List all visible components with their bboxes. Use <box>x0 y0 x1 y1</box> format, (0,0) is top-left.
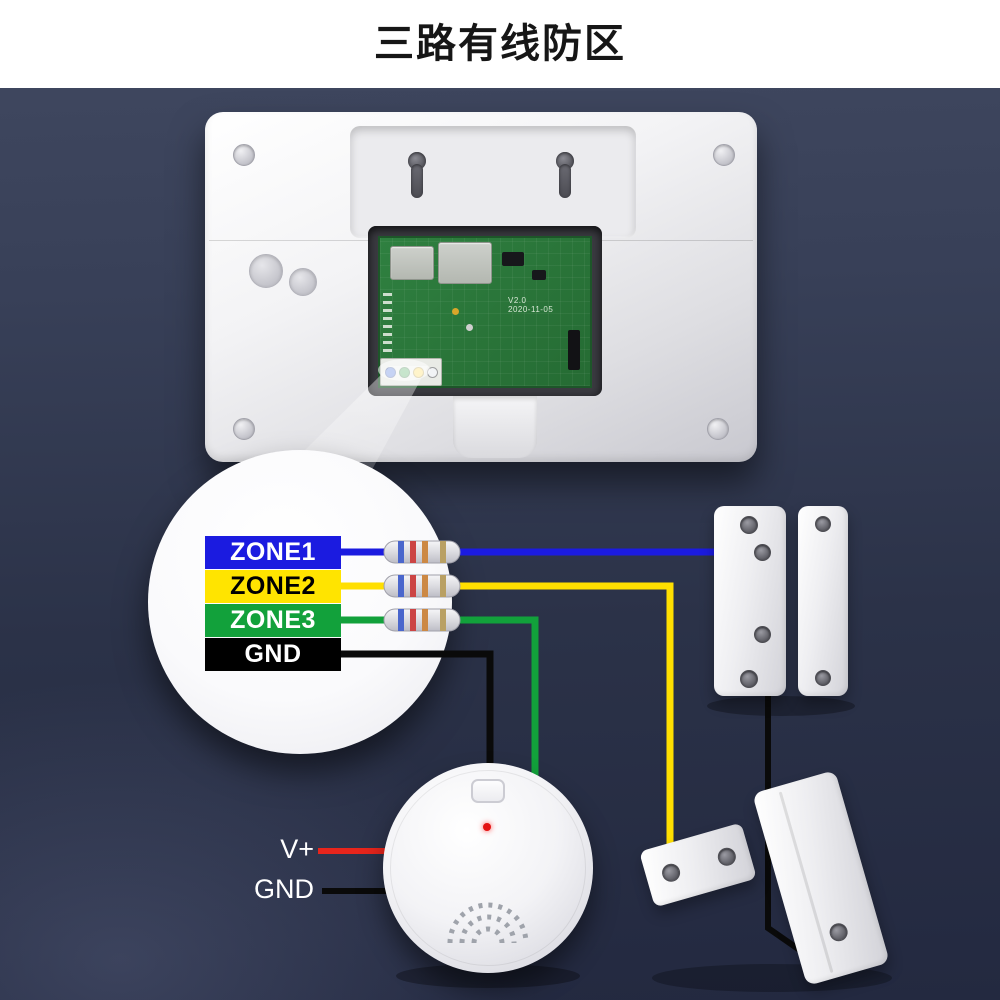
sim-card-slot <box>390 246 434 280</box>
circuit-board: V2.0 2020-11-05 <box>378 236 592 388</box>
ic-chip <box>502 252 524 266</box>
led-indicator <box>483 823 491 831</box>
gnd-wire-label: GND <box>254 874 314 904</box>
test-button <box>471 779 505 803</box>
pcb-silkscreen: V2.0 2020-11-05 <box>508 296 553 314</box>
magnet-ridge <box>778 791 834 974</box>
speaker-grille <box>447 902 529 944</box>
component-dot <box>466 324 473 331</box>
ic-chip <box>532 270 546 280</box>
page-title: 三路有线防区 <box>374 22 626 66</box>
zone1-label: ZONE1 <box>205 536 341 569</box>
terminal-pin-zone1 <box>385 367 396 378</box>
gnd-label: GND <box>205 638 341 671</box>
pcb-date: 2020-11-05 <box>508 305 554 314</box>
sim-card-slot <box>438 242 492 284</box>
door-sensor1-transmitter <box>714 506 786 696</box>
pin-label-strip <box>383 290 392 352</box>
mount-screw <box>740 670 758 688</box>
pcb-version: V2.0 <box>508 296 527 305</box>
zone2-label: ZONE2 <box>205 570 341 603</box>
battery-compartment: V2.0 2020-11-05 <box>368 226 602 396</box>
panel-clip <box>453 396 537 458</box>
mount-screw <box>815 516 831 532</box>
keyhole-slot <box>402 152 432 208</box>
title-bar: 三路有线防区 <box>0 0 1000 88</box>
door-sensor-shadow <box>707 696 855 716</box>
corner-screw <box>233 418 255 440</box>
wiring-terminal <box>380 358 442 386</box>
terminal-screw <box>715 845 738 868</box>
mount-screw <box>740 516 758 534</box>
mount-screw <box>815 670 831 686</box>
screw-boss <box>289 268 317 296</box>
board-connector <box>568 330 580 370</box>
terminal-pin-zone3 <box>399 367 410 378</box>
terminal-screw <box>754 544 771 561</box>
door-sensor1-magnet <box>798 506 848 696</box>
mount-screw <box>827 921 850 944</box>
keyhole-slot <box>550 152 580 208</box>
terminal-screw <box>754 626 771 643</box>
corner-screw <box>713 144 735 166</box>
zone-label-block: ZONE1 ZONE2 ZONE3 GND <box>205 536 341 672</box>
terminal-pin-zone2 <box>413 367 424 378</box>
corner-screw <box>233 144 255 166</box>
component-dot <box>452 308 459 315</box>
terminal-pin-gnd <box>427 367 438 378</box>
mount-recess <box>350 126 636 238</box>
keyhole-stem <box>559 164 571 198</box>
zone3-label: ZONE3 <box>205 604 341 637</box>
keyhole-stem <box>411 164 423 198</box>
door-sensor2-magnet <box>752 770 890 986</box>
smoke-detector <box>383 763 593 973</box>
screw-boss <box>249 254 283 288</box>
corner-screw <box>707 418 729 440</box>
alarm-panel-back: V2.0 2020-11-05 <box>205 112 757 462</box>
door-sensor2-transmitter <box>639 822 757 908</box>
vplus-label: V+ <box>280 834 314 864</box>
terminal-screw <box>659 861 683 884</box>
